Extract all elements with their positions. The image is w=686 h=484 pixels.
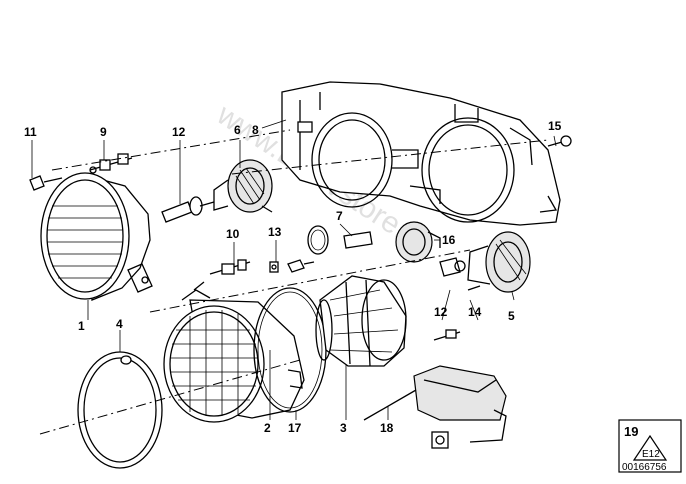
callout-8: 8 [252, 123, 259, 137]
callout-14: 14 [468, 305, 482, 319]
callout-4: 4 [116, 317, 123, 331]
auxiliary-lamp [40, 172, 153, 301]
main-headlight [163, 281, 305, 423]
bulb-socket [213, 159, 273, 213]
leveling-actuator [363, 365, 507, 449]
bulb-holder-ring [395, 221, 441, 263]
parking-bulb [287, 259, 315, 273]
callout-15: 15 [548, 119, 562, 133]
fastening-screws [433, 285, 481, 341]
reflector [315, 275, 407, 367]
sealing-ring [307, 225, 329, 255]
callout-10: 10 [226, 227, 240, 241]
page-reference-box: 19 E12 00166756 [618, 419, 682, 473]
callout-1: 1 [78, 319, 85, 333]
car-badge: E12 [632, 434, 668, 461]
callout-11: 11 [24, 125, 37, 139]
assembly-axis-lines [39, 129, 549, 435]
bolt [29, 175, 63, 191]
headlight-socket [467, 231, 531, 293]
bulb-h3 [161, 196, 215, 223]
diagram-number: 00166756 [622, 462, 667, 473]
callout-2: 2 [264, 421, 271, 435]
callout-16: 16 [442, 233, 456, 247]
mounting-screw [547, 135, 572, 147]
callout-18: 18 [380, 421, 394, 435]
bulb-h4 [439, 257, 466, 277]
page-number: 19 [624, 424, 638, 439]
callout-3: 3 [340, 421, 347, 435]
badge-text: E12 [642, 449, 660, 460]
adjusting-screw [89, 153, 133, 174]
callout-12-lower: 12 [434, 305, 448, 319]
headlight-housing-carrier [281, 81, 561, 226]
trim-ring [77, 351, 163, 469]
callout-12-upper: 12 [172, 125, 186, 139]
callout-5: 5 [508, 309, 515, 323]
bulb-holder-screw [209, 259, 251, 275]
bracket-clip [343, 231, 373, 249]
callout-labels: 1 2 3 4 5 6 7 8 9 10 11 12 12 13 14 15 1… [24, 119, 562, 435]
callout-6: 6 [234, 123, 241, 137]
callout-9: 9 [100, 125, 107, 139]
callout-7: 7 [336, 209, 343, 223]
leader-lines [31, 119, 557, 420]
callout-17: 17 [288, 421, 302, 435]
callout-13: 13 [268, 225, 282, 239]
small-screw [269, 261, 279, 273]
